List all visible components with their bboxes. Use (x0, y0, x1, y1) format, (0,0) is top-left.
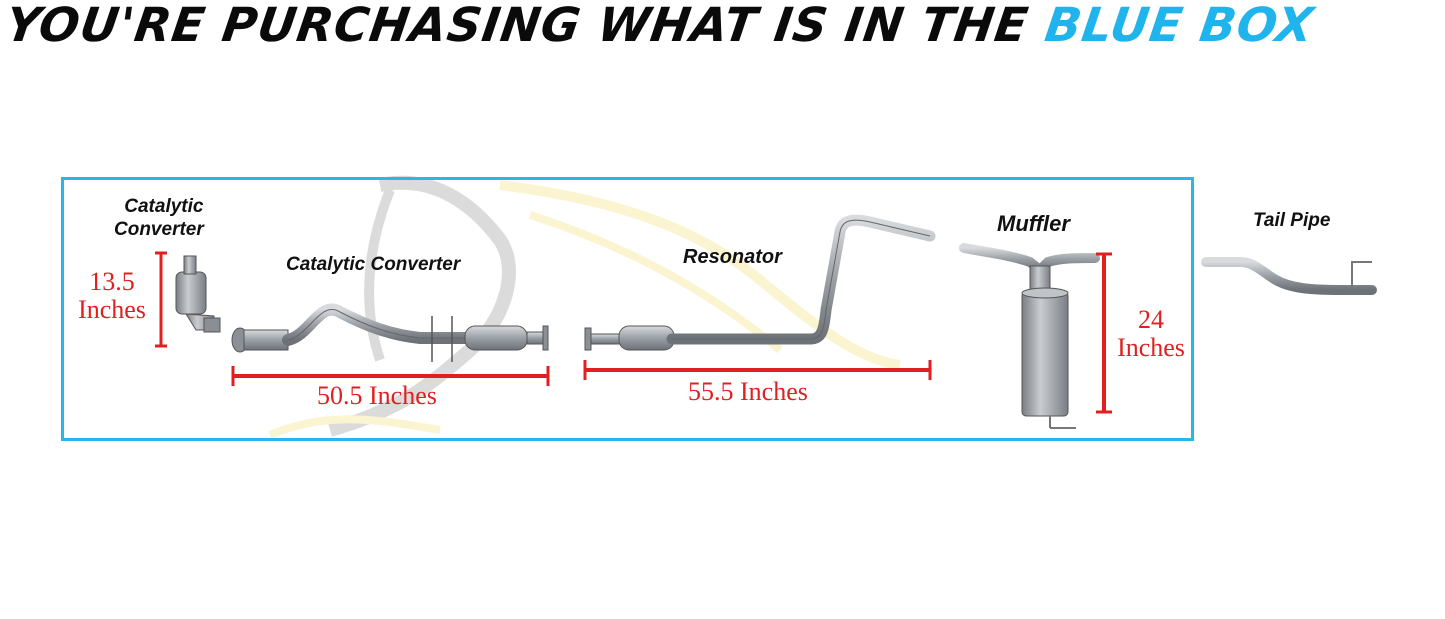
measure-bar-13 (155, 251, 167, 348)
label-muffler: Muffler (997, 211, 1070, 236)
blue-box (61, 177, 1194, 441)
measure-bar-50 (231, 366, 550, 386)
measure-cat-height: 13.5 Inches (64, 268, 160, 324)
measure-resonator-length: 55.5 Inches (688, 377, 808, 406)
label-tail-pipe: Tail Pipe (1253, 210, 1331, 231)
label-catalytic-converter-1: Catalytic Converter (114, 195, 204, 241)
measure-cat-height-value: 13.5 (89, 267, 135, 296)
resonator-image (584, 214, 936, 351)
tail-pipe-image (1201, 257, 1377, 295)
measure-bar-55 (583, 360, 932, 380)
measure-cat-height-unit: Inches (78, 295, 146, 324)
label-resonator: Resonator (683, 246, 782, 268)
measure-bar-24 (1096, 252, 1112, 414)
catalytic-converter-pipe-image (231, 303, 549, 362)
label-cat1-line1: Catalytic (124, 196, 204, 217)
measure-muffler-height-unit: Inches (1117, 333, 1185, 362)
label-cat1-line2: Converter (114, 219, 204, 240)
measure-cat-pipe-length: 50.5 Inches (317, 381, 437, 410)
catalytic-converter-1-image (175, 255, 221, 333)
measure-muffler-height-value: 24 (1138, 305, 1164, 334)
horse-watermark (268, 175, 901, 439)
measure-muffler-height: 24 Inches (1110, 306, 1192, 362)
muffler-image (959, 243, 1100, 429)
label-catalytic-converter-2: Catalytic Converter (286, 254, 461, 275)
